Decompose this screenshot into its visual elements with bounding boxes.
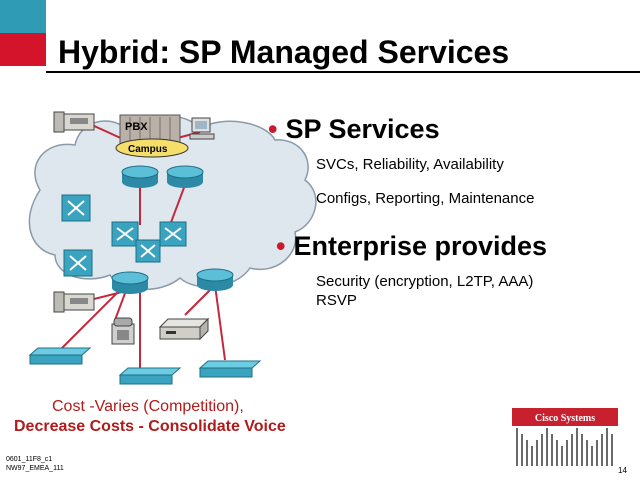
sub-item: RSVP	[316, 292, 357, 309]
title-square-teal	[0, 0, 46, 33]
switch-icon	[63, 249, 93, 277]
title-square-red	[0, 33, 46, 66]
router-icon	[121, 165, 159, 188]
campus-badge	[115, 138, 189, 158]
bullet-dot: •	[276, 231, 286, 261]
cost-note-line1: Cost -Varies (Competition),	[52, 398, 244, 415]
title-rule	[46, 71, 640, 73]
page-number: 14	[618, 466, 627, 475]
campus-label: Campus	[128, 144, 168, 155]
router-icon	[166, 165, 204, 188]
switch-icon	[111, 221, 139, 247]
cost-note-line2: Decrease Costs - Consolidate Voice	[14, 418, 286, 435]
hub-icon	[28, 347, 92, 365]
slide-title: Hybrid: SP Managed Services	[58, 34, 510, 70]
router-icon	[196, 268, 234, 291]
footer-line: NW97_EMEA_111	[6, 465, 64, 472]
bullet-enterprise: •Enterprise provides	[276, 231, 547, 262]
bullet-label: Enterprise provides	[293, 231, 548, 261]
access-device-icon	[158, 317, 210, 341]
switch-icon	[159, 221, 187, 247]
phone-icon	[53, 111, 95, 133]
sub-item: Security (encryption, L2TP, AAA)	[316, 273, 534, 290]
hub-icon	[198, 360, 262, 378]
ip-phone-icon	[111, 317, 135, 345]
pbx-label: PBX	[125, 121, 148, 133]
bullet-sp-services: •SP Services	[268, 114, 440, 145]
cisco-logo-text: Cisco Systems	[535, 413, 595, 424]
bullet-dot: •	[268, 114, 278, 144]
router-icon	[111, 271, 149, 294]
cisco-logo-icon	[516, 428, 613, 466]
pc-icon	[189, 117, 215, 140]
phone-icon	[53, 291, 95, 313]
switch-icon	[61, 194, 91, 222]
bullet-label: SP Services	[285, 114, 440, 144]
switch-icon	[135, 239, 161, 263]
sub-item: Configs, Reporting, Maintenance	[316, 190, 535, 207]
sub-item: SVCs, Reliability, Availability	[316, 156, 504, 173]
hub-icon	[118, 367, 182, 385]
cisco-logo-plate	[512, 408, 618, 426]
footer-id: 0601_11F8_c1 NW97_EMEA_111	[6, 455, 64, 473]
footer-line: 0601_11F8_c1	[6, 456, 53, 463]
